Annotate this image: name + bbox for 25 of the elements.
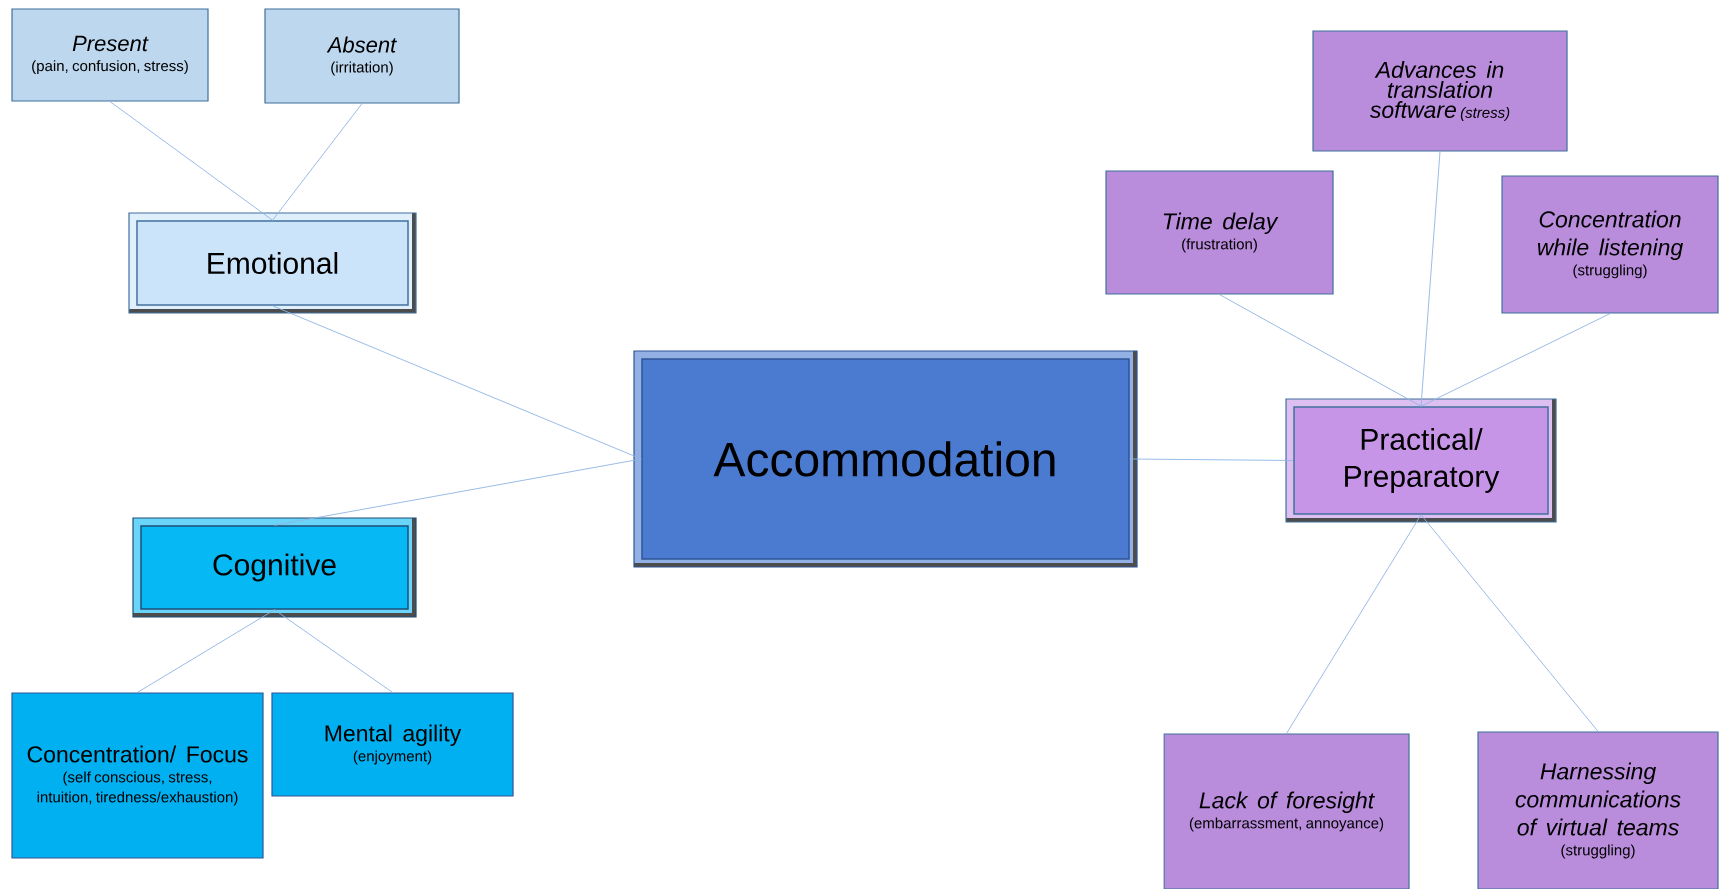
connector-line <box>1129 458 1294 461</box>
category-box: Cognitive <box>132 517 417 618</box>
subtopic-box: Advances in translation software (stress) <box>1312 30 1568 152</box>
category-box: Emotional <box>128 212 417 314</box>
connector-line <box>274 609 393 693</box>
subtopic-box: Harnessing communications of virtual teams (struggling) <box>1477 731 1719 889</box>
connector-line <box>272 103 363 221</box>
connector-line <box>137 609 275 693</box>
subtopic-box: Concentration while listening (struggling) <box>1501 175 1719 314</box>
subtopic-box: Absent (irritation) <box>264 8 460 104</box>
subtopic-box: Lack of foresight (embarrassment, annoyance) <box>1163 733 1410 889</box>
category-box: Accommodation <box>633 350 1138 568</box>
connector-line <box>272 305 642 460</box>
connector-line <box>274 458 642 526</box>
subtopic-box: Concentration/ Focus (self conscious, stress, intuition, tiredness/exhaustion) <box>11 692 264 859</box>
connector-line <box>1420 151 1441 407</box>
connector-line <box>1420 514 1599 732</box>
category-box: Practical/ Preparatory <box>1285 398 1557 523</box>
connector-line <box>1219 294 1422 407</box>
connector-line <box>109 101 273 221</box>
connector-line <box>1286 514 1422 734</box>
subtopic-box: Time delay (frustration) <box>1105 170 1334 295</box>
subtopic-box: Present (pain, confusion, stress) <box>11 8 209 102</box>
connector-line <box>1420 313 1611 407</box>
subtopic-box: Mental agility (enjoyment) <box>271 692 514 797</box>
